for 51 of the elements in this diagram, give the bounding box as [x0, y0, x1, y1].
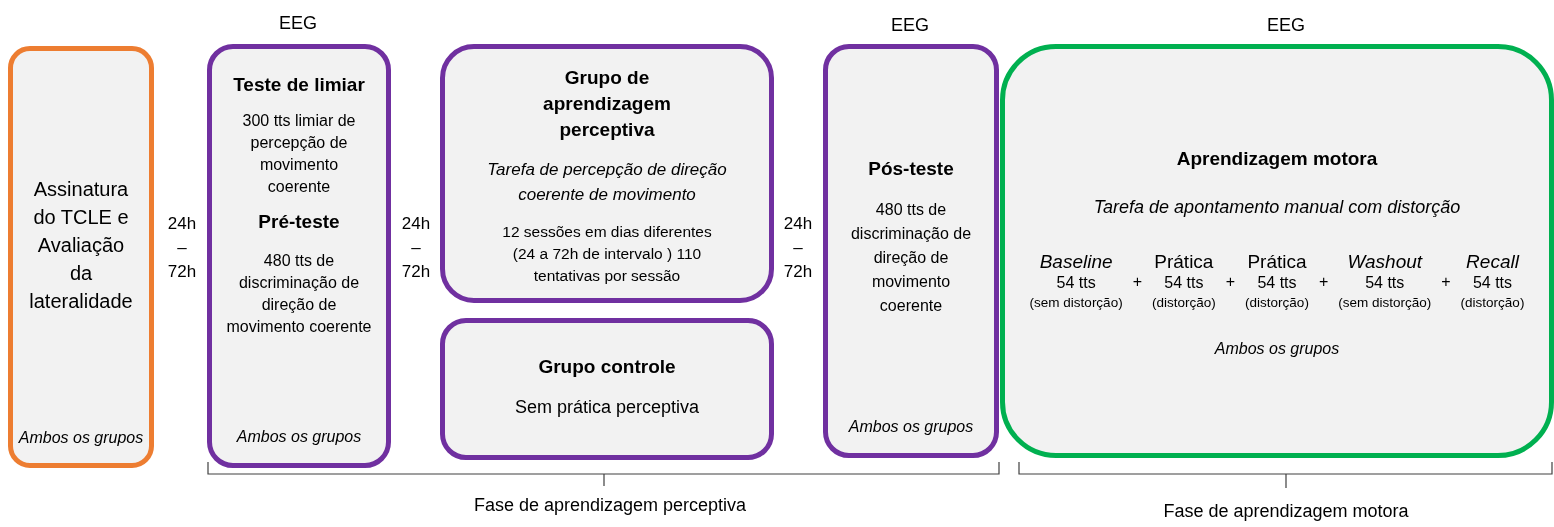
rounded-step-box [1000, 44, 1554, 458]
phase-name: Prática [1247, 250, 1307, 273]
plus-sign: + [1225, 271, 1236, 292]
phase-name: Prática [1154, 250, 1214, 273]
phase-name: Baseline [1039, 250, 1113, 273]
rounded-step-box [8, 46, 154, 468]
plus-sign: + [1132, 271, 1142, 292]
phase-label: Fase de aprendizagem motora [1162, 500, 1410, 522]
group-description: Sem prática perceptiva [514, 395, 700, 419]
step-title: Assinatura do TCLE e Avaliação da lateralidade [28, 177, 134, 314]
note-text: Ambos os grupos [1214, 338, 1340, 359]
note-text: Ambos os grupos [236, 427, 362, 447]
trial-count: 54 tts [1472, 272, 1513, 293]
step-description: 480 tts de discriminação de direção de movimento coerente [849, 199, 973, 316]
eeg-label: EEG [1266, 14, 1306, 37]
interval-label: 24h – 72h [782, 213, 814, 283]
condition-text: (distorção) [1152, 293, 1216, 312]
group-title: Grupo de aprendizagem perceptiva [542, 66, 672, 142]
interval-label: 24h – 72h [166, 213, 198, 283]
step-title: Pós-teste [868, 157, 954, 181]
step-description: 300 tts limiar de percepção de movimento coerente [241, 110, 357, 197]
plus-sign: + [1441, 271, 1451, 292]
rounded-step-box [440, 318, 774, 460]
session-details: 12 sessões em dias diferentes (24 a 72h de intervalo ) 110 tentativas por sessão [501, 222, 713, 286]
condition-text: (distorção) [1245, 293, 1309, 312]
rounded-step-box [823, 44, 999, 458]
task-description: Tarefa de percepção de direção coerente de movimento [486, 159, 728, 206]
step-title: Pré-teste [258, 209, 340, 234]
rounded-step-box [207, 44, 391, 468]
plus-sign: + [1318, 271, 1329, 292]
phase-label: Fase de aprendizagem perceptiva [472, 494, 748, 516]
phase-name: Recall [1466, 250, 1519, 273]
condition-text: (sem distorção) [1029, 293, 1123, 312]
note-text: Ambos os grupos [848, 417, 974, 437]
note-text: Ambos os grupos [18, 428, 144, 448]
step-description: 480 tts de discriminação de direção de movimento coerente [225, 251, 373, 337]
trial-count: 54 tts [1056, 272, 1096, 293]
phase-name: Washout [1347, 250, 1423, 273]
trial-count: 54 tts [1257, 272, 1297, 293]
condition-text: (sem distorção) [1338, 293, 1432, 312]
rounded-step-box [440, 44, 774, 303]
trial-count: 54 tts [1164, 272, 1204, 293]
step-title: Teste de limiar [233, 73, 365, 97]
trial-count: 54 tts [1365, 272, 1405, 293]
task-description: Tarefa de apontamento manual com distorção [1093, 195, 1461, 219]
group-title: Grupo controle [538, 355, 676, 379]
condition-text: (distorção) [1460, 293, 1525, 312]
eeg-label: EEG [278, 12, 318, 35]
interval-label: 24h – 72h [400, 213, 432, 283]
eeg-label: EEG [890, 14, 930, 37]
step-title: Aprendizagem motora [1176, 147, 1378, 171]
